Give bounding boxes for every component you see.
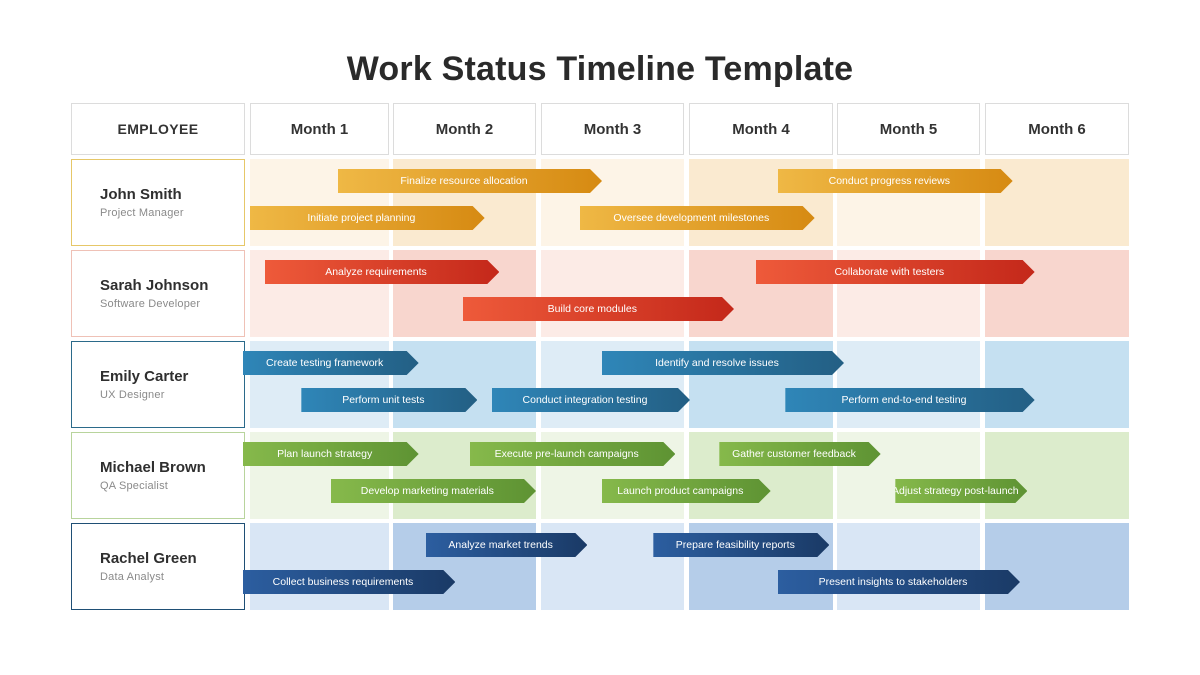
task-arrow[interactable]: Gather customer feedback	[719, 442, 880, 466]
task-arrow[interactable]: Perform end-to-end testing	[785, 388, 1034, 412]
employee-role: UX Designer	[100, 389, 165, 401]
month-header: Month 4	[689, 103, 833, 155]
timeline-cell	[837, 523, 980, 610]
task-arrow[interactable]: Build core modules	[463, 297, 734, 321]
task-arrow[interactable]: Launch product campaigns	[602, 479, 771, 503]
employee-name: Michael Brown	[100, 459, 206, 476]
task-arrow[interactable]: Oversee development milestones	[580, 206, 815, 230]
timeline-cell	[250, 523, 389, 610]
task-arrow[interactable]: Present insights to stakeholders	[778, 570, 1020, 594]
employee-name: Sarah Johnson	[100, 277, 209, 294]
employee-role: QA Specialist	[100, 480, 169, 492]
task-arrow[interactable]: Initiate project planning	[250, 206, 485, 230]
task-arrow[interactable]: Conduct integration testing	[492, 388, 690, 412]
timeline-cell	[985, 432, 1129, 519]
month-header: Month 1	[250, 103, 389, 155]
task-arrow[interactable]: Plan launch strategy	[243, 442, 419, 466]
month-header: Month 3	[541, 103, 684, 155]
timeline-cell	[541, 250, 684, 337]
task-arrow[interactable]: Identify and resolve issues	[602, 351, 844, 375]
page-title: Work Status Timeline Template	[346, 50, 854, 88]
employee-role: Software Developer	[100, 298, 201, 310]
employee-name: John Smith	[100, 186, 182, 203]
employee-card: Emily Carter UX Designer	[71, 341, 245, 428]
timeline-cell	[985, 159, 1129, 246]
task-arrow[interactable]: Conduct progress reviews	[778, 169, 1013, 193]
task-arrow[interactable]: Collaborate with testers	[756, 260, 1035, 284]
timeline-cell	[393, 341, 536, 428]
task-arrow[interactable]: Perform unit tests	[301, 388, 477, 412]
employee-column-header: EMPLOYEE	[71, 103, 245, 155]
employee-name: Rachel Green	[100, 550, 197, 567]
timeline-cell	[985, 341, 1129, 428]
task-arrow[interactable]: Analyze market trends	[426, 533, 587, 557]
task-arrow[interactable]: Adjust strategy post-launch	[895, 479, 1027, 503]
timeline-cell	[985, 523, 1129, 610]
timeline-cell	[837, 341, 980, 428]
month-header: Month 5	[837, 103, 980, 155]
task-arrow[interactable]: Analyze requirements	[265, 260, 500, 284]
employee-name: Emily Carter	[100, 368, 189, 385]
employee-role: Data Analyst	[100, 571, 165, 583]
employee-role: Project Manager	[100, 207, 184, 219]
month-header: Month 6	[985, 103, 1129, 155]
task-arrow[interactable]: Finalize resource allocation	[338, 169, 602, 193]
task-arrow[interactable]: Execute pre-launch campaigns	[470, 442, 675, 466]
task-arrow[interactable]: Develop marketing materials	[331, 479, 536, 503]
task-arrow[interactable]: Collect business requirements	[243, 570, 456, 594]
month-header: Month 2	[393, 103, 536, 155]
employee-card: Michael Brown QA Specialist	[71, 432, 245, 519]
task-arrow[interactable]: Prepare feasibility reports	[653, 533, 829, 557]
task-arrow[interactable]: Create testing framework	[243, 351, 419, 375]
